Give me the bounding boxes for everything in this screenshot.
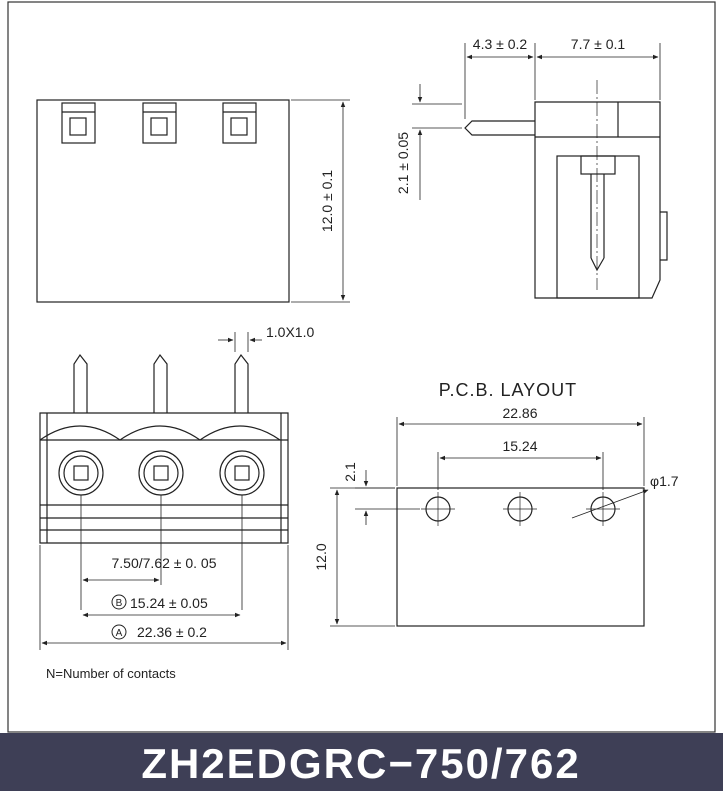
pcb-width-label: 22.86 [502,405,537,421]
pcb-height-label: 12.0 [313,543,329,570]
pcb-hole-span-label: 15.24 [502,438,537,454]
pcb-layout [330,417,649,627]
side-view-pin [464,120,535,136]
front-view-screw-1 [58,450,104,496]
side-view-cavity [556,155,640,299]
model-number: ZH2EDGRC−750/762 [141,740,580,787]
front-view-wire-entries [39,425,281,441]
front-view-screw-2 [138,450,184,496]
pcb-hole-3 [586,492,620,526]
front-view-screw-3 [219,450,265,496]
footer-banner [0,733,723,791]
side-view [412,43,668,299]
overall-a-label: 22.36 ± 0.2 [137,624,207,640]
pin-offset-label: 2.1 ± 0.05 [395,132,411,194]
top-view-slot-3 [222,102,257,144]
span-b-label: 15.24 ± 0.05 [130,595,208,611]
top-view [36,99,350,303]
overall-a-marker: A [111,624,127,640]
top-view-height-label: 12.0 ± 0.1 [319,170,335,232]
side-view-body [534,101,661,299]
front-view-pin-3 [234,353,249,413]
top-view-body [36,99,290,303]
pcb-hole-2 [503,492,537,526]
span-b-marker-letter: B [116,598,123,609]
span-b-marker: B [111,594,127,610]
front-view-pin-2 [153,353,168,413]
pin-extension-label: 4.3 ± 0.2 [473,36,528,52]
front-view-pin-1 [73,353,88,413]
body-depth-label: 7.7 ± 0.1 [571,36,626,52]
top-view-slot-2 [142,102,177,144]
top-view-slot-1 [61,102,96,144]
front-view-body [39,412,289,544]
pcb-outline [396,487,645,627]
pin-size-label: 1.0X1.0 [266,324,314,340]
front-view [39,332,289,650]
overall-a-marker-letter: A [116,628,123,639]
contacts-note: N=Number of contacts [46,666,176,681]
pitch-label: 7.50/7.62 ± 0. 05 [112,555,217,571]
pcb-layout-title: P.C.B. LAYOUT [439,380,577,400]
pcb-hole-offset-label: 2.1 [342,462,358,482]
pcb-hole-diameter-label: φ1.7 [650,473,679,489]
sheet-border [7,1,716,733]
pcb-hole-1 [421,492,455,526]
